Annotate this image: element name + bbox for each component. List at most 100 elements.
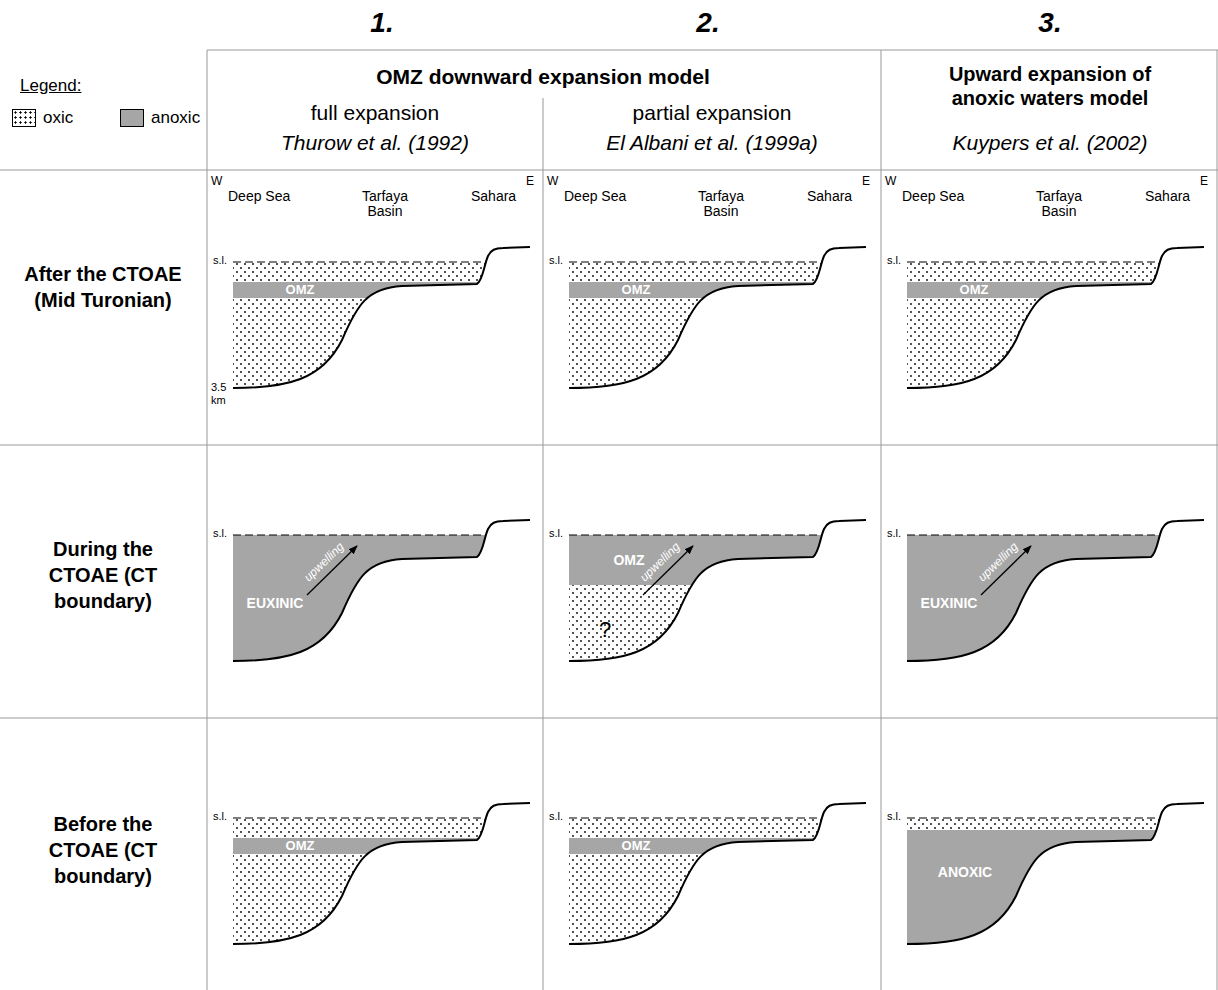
omz-band: OMZ [589,550,669,570]
model-heading: Upward expansion of anoxic waters model [920,62,1180,110]
cross-section [207,247,537,410]
legend-heading: Legend: [20,76,120,96]
sea-level-label: s.l. [549,527,573,540]
place-label: Sahara [1145,189,1205,204]
anoxic-water [881,830,1211,990]
seabed-profile [233,803,530,944]
seabed-profile [569,247,866,388]
seabed-profile [907,803,1204,944]
oxic-water [881,250,1211,410]
sea-level-line [907,261,1160,262]
water-mass-region: EUXINIC [235,593,315,613]
row-heading: During the CTOAE (CT boundary) [23,536,183,614]
column-number: 1. [342,6,422,40]
cross-section [881,247,1211,410]
grid-line [207,50,208,990]
omz-band: OMZ [569,838,703,854]
seabed-profile [569,803,866,944]
seabed-profile [233,520,530,661]
place-label: Sahara [807,189,867,204]
region-label: EUXINIC [247,595,304,612]
cross-section [207,803,537,966]
omz-band: OMZ [233,838,367,854]
oxic-water [543,806,873,966]
anoxic-water [881,535,1211,735]
grid-line [0,445,1218,446]
cross-section [881,520,1211,735]
cross-section [207,520,537,735]
water-mass-region: ANOXIC [925,862,1005,882]
place-label: Sahara [471,189,531,204]
column-number: 2. [668,6,748,40]
compass-label: W [547,174,561,188]
model-reference: Kuypers et al. (2002) [900,130,1200,155]
sea-level-label: s.l. [887,254,911,267]
water-mass-region: EUXINIC [909,593,989,613]
model-variant: partial expansion [562,100,862,125]
omz-band: OMZ [233,282,367,298]
sea-level-label: s.l. [213,254,237,267]
legend-swatch [12,109,36,127]
model-reference: Thurow et al. (1992) [225,130,525,155]
region-label: OMZ [286,282,315,298]
sea-level-line [907,817,1160,818]
region-label: OMZ [622,282,651,298]
model-variant: full expansion [225,100,525,125]
grid-line [881,50,882,990]
grid-line [0,170,1218,171]
seabed-profile [907,520,1204,661]
region-label: OMZ [613,552,644,569]
anoxic-water [543,535,873,585]
sea-level-line [907,534,1160,535]
legend-item: oxic [12,108,73,128]
row-heading: After the CTOAE (Mid Turonian) [23,261,183,313]
region-label: EUXINIC [921,595,978,612]
sea-level-line [569,817,822,818]
seabed-profile [233,247,530,388]
sea-level-line [233,817,486,818]
place-label: Tarfaya Basin [353,189,417,219]
cross-section [543,520,873,683]
legend-text: oxic [43,108,73,128]
cross-section [543,803,873,966]
oxic-water [207,806,537,966]
compass-label: W [885,174,899,188]
sea-level-label: s.l. [213,527,237,540]
seabed-profile [907,247,1204,388]
compass-label: W [211,174,225,188]
compass-label: E [1200,174,1214,188]
uncertainty-mark: ? [595,617,615,643]
sea-level-label: s.l. [887,810,911,823]
model-reference: El Albani et al. (1999a) [562,130,862,155]
sea-level-label: s.l. [887,527,911,540]
sea-level-label: s.l. [549,254,573,267]
region-label: OMZ [286,838,315,854]
place-label: Deep Sea [902,189,982,204]
place-label: Tarfaya Basin [1027,189,1091,219]
oxic-water [207,250,537,410]
cross-section [881,803,1211,990]
grid-line [0,718,1218,719]
model-heading: OMZ downward expansion model [343,64,743,89]
legend-item: anoxic [120,108,200,128]
place-label: Tarfaya Basin [689,189,753,219]
sea-level-line [233,534,486,535]
anoxic-water [207,535,537,735]
sea-level-line [233,261,486,262]
legend-text: anoxic [151,108,200,128]
legend-swatch [120,109,144,127]
compass-label: E [862,174,876,188]
oxic-water [543,250,873,410]
column-number: 3. [1010,6,1090,40]
seabed-profile [569,520,866,661]
sea-level-label: s.l. [213,810,237,823]
sea-level-label: s.l. [549,810,573,823]
omz-band: OMZ [907,282,1041,298]
grid-line [543,98,544,990]
depth-label: 3.5 km [211,381,233,407]
sea-level-line [569,261,822,262]
grid-line [207,50,1218,51]
oxic-water [543,523,873,683]
region-label: OMZ [960,282,989,298]
